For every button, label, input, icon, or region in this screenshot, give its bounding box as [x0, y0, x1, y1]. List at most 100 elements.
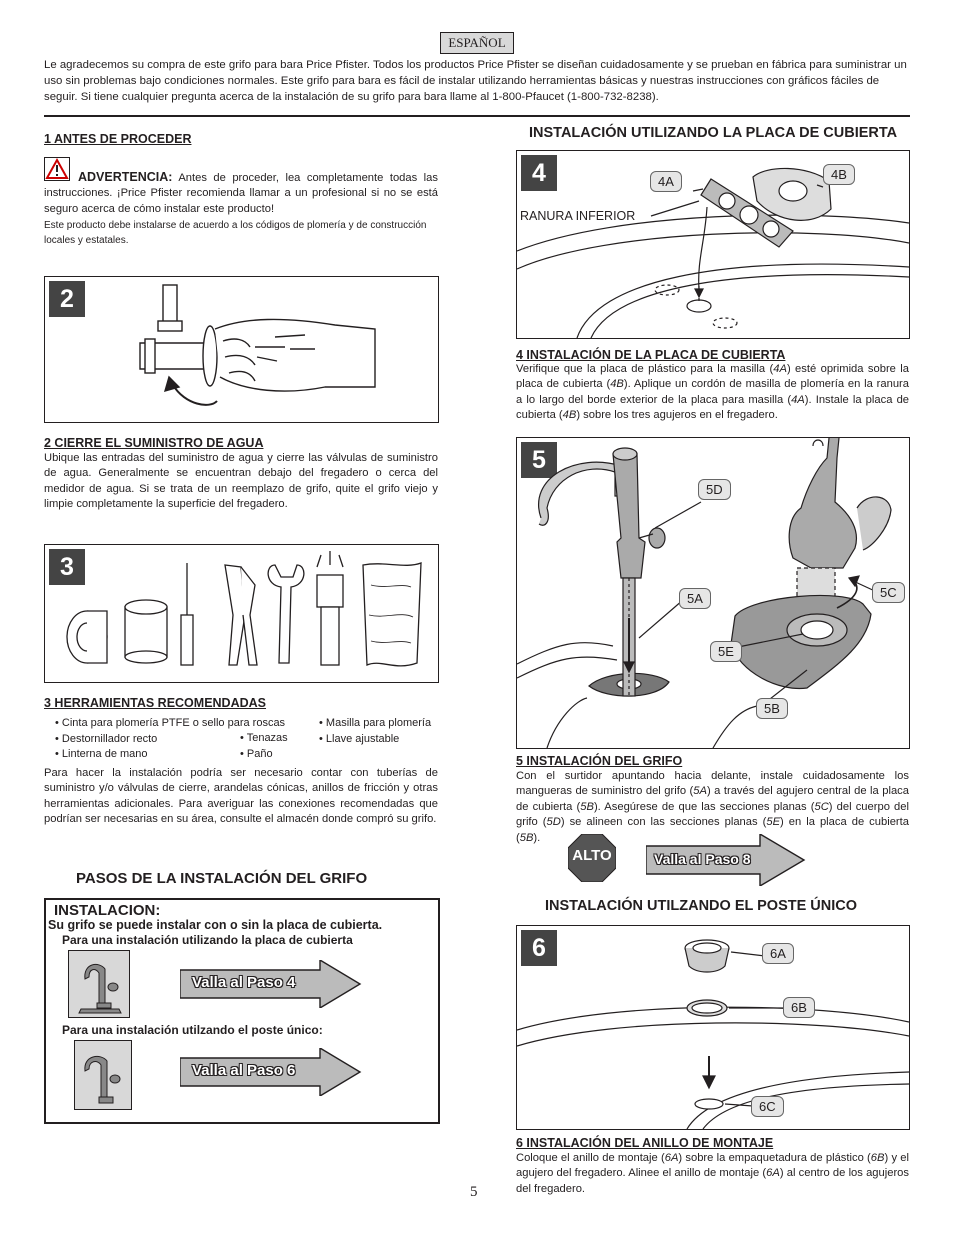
installation-options-box: INSTALACION: Su grifo se puede instalar …: [44, 898, 440, 1124]
tool-item: • Cinta para plomería PTFE o sello para …: [55, 717, 286, 729]
text-run: ) en la placa de cubierta (: [516, 816, 909, 844]
shutoff-valve-illustration: [139, 284, 376, 406]
part-label-5c: 5C: [872, 582, 905, 603]
part-label-4a: 4A: [650, 171, 682, 192]
text-run: ) del cuerpo del grifo (: [516, 800, 909, 829]
codes-note: Este producto debe instalarse de acuerdo…: [44, 220, 427, 246]
warning-icon: [44, 157, 70, 181]
part-label-4b: 4B: [823, 164, 855, 185]
go-to-step6-label: Valla al Paso 6: [192, 1062, 296, 1079]
tools-list-2: • Tenazas • Paño: [240, 731, 320, 762]
ref-4b: 4B: [610, 378, 624, 391]
step4-figure: 4 4A 4B RANURA INFERIOR: [516, 150, 910, 339]
step3-text: Para hacer la instalación podría ser nec…: [44, 767, 438, 826]
tool-item: • Llave ajustable: [319, 732, 400, 745]
part-label-5e: 5E: [710, 641, 742, 662]
faucet-single-post-thumbnail: [74, 1040, 132, 1110]
ref-5d: 5D: [546, 816, 561, 829]
ref-6a: 6A: [664, 1152, 679, 1164]
step5-text: Con el surtidor apuntando hacia delante,…: [516, 769, 909, 846]
text-run: Verifique que la placa de plástico para …: [516, 363, 774, 375]
step4-heading: 4 INSTALACIÓN DE LA PLACA DE CUBIERTA: [516, 348, 786, 362]
intro-text: Le agradecemos su compra de este grifo p…: [44, 59, 907, 103]
part-label-6b: 6B: [783, 997, 815, 1018]
go-to-step8-label: Valla al Paso 8: [654, 851, 751, 867]
text-run: ). Asegúrese de que las secciones planas…: [593, 800, 815, 813]
step5-figure: 5: [516, 437, 910, 749]
text-run: ) a través del agujero central de la pla…: [516, 785, 909, 813]
ref-5e: 5E: [766, 816, 781, 829]
tool-item: • Masilla para plomería: [319, 717, 432, 729]
deck-plate-illustration: [517, 167, 909, 338]
page-number: 5: [470, 1184, 478, 1200]
step5-number: 5: [521, 442, 557, 478]
tool-item: • Destornillador recto: [55, 732, 158, 745]
header-divider: [44, 115, 910, 117]
step6-heading: 6 INSTALACIÓN DEL ANILLO DE MONTAJE: [516, 1136, 774, 1150]
text-run: ).: [533, 831, 541, 844]
steps-title: PASOS DE LA INSTALACIÓN DEL GRIFO: [76, 870, 368, 887]
ref-4b: 4B: [562, 409, 577, 422]
step4-text: Verifique que la placa de plástico para …: [516, 362, 909, 424]
text-run: ) se alineen con las secciones planas (: [560, 816, 767, 829]
ref-6a: 6A: [766, 1167, 780, 1180]
stop-sign-text: ALTO: [572, 847, 612, 864]
stop-sign-icon: ALTO: [568, 834, 616, 882]
step4-number: 4: [521, 155, 557, 191]
tools-list-1: • Cinta para plomería PTFE o sello para …: [55, 716, 305, 763]
faucet-install-illustration: [517, 438, 892, 748]
part-label-5a: 5A: [679, 588, 711, 609]
text-run: Coloque el anillo de montaje (: [516, 1152, 665, 1164]
step2-figure: 2: [44, 276, 439, 423]
faucet-with-plate-thumbnail: [68, 950, 130, 1018]
step6-figure: 6 6A 6B 6C: [516, 925, 910, 1130]
ref-6b: 6B: [870, 1152, 885, 1164]
step6-number: 6: [521, 930, 557, 966]
groove-label: RANURA INFERIOR: [520, 209, 636, 223]
go-to-step8-arrow[interactable]: Valla al Paso 8: [646, 834, 806, 886]
tool-item: • Paño: [240, 747, 273, 760]
step3-heading: 3 HERRAMIENTAS RECOMENDADAS: [44, 696, 267, 710]
warning-label: ADVERTENCIA:: [78, 170, 173, 184]
go-to-step6-arrow[interactable]: Valla al Paso 6: [180, 1048, 362, 1096]
part-label-6c: 6C: [751, 1096, 784, 1117]
installation-subtitle: Su grifo se puede instalar con o sin la …: [48, 918, 383, 932]
text-run: ) esté oprimida sobre la placa de cubier…: [516, 363, 909, 391]
go-to-step4-arrow[interactable]: Valla al Paso 4: [180, 960, 362, 1008]
go-to-step4-label: Valla al Paso 4: [192, 974, 296, 991]
tools-list-3: • Masilla para plomería • Llave ajustabl…: [319, 716, 444, 747]
single-post-section-title: INSTALACIÓN UTILZANDO EL POSTE ÚNICO: [545, 898, 858, 914]
ref-5b: 5B: [580, 800, 594, 813]
ref-5a: 5A: [693, 785, 707, 798]
text-run: ) al centro de los agujeros del fregader…: [516, 1167, 909, 1195]
ref-5c: 5C: [814, 800, 829, 813]
part-label-6a: 6A: [762, 943, 794, 964]
step6-text: Coloque el anillo de montaje (6A) sobre …: [516, 1151, 909, 1197]
step2-number: 2: [49, 281, 85, 317]
ref-5b: 5B: [519, 831, 534, 844]
step3-figure: 3: [44, 544, 439, 683]
part-label-5d: 5D: [698, 479, 731, 500]
text-run: ). Aplique un cordón de masilla de plome…: [516, 378, 909, 406]
step2-heading: 2 CIERRE EL SUMINISTRO DE AGUA: [44, 436, 264, 450]
ref-4a: 4A: [791, 393, 805, 406]
option2-text: Para una instalación utilzando el poste …: [62, 1023, 323, 1037]
text-run: ) y el agujero del fregadero. Alinee el …: [516, 1152, 909, 1180]
mounting-ring-illustration: [517, 939, 909, 1129]
step3-number: 3: [49, 549, 85, 585]
step2-text: Ubique las entradas del suministro de ag…: [44, 452, 438, 511]
deck-plate-section-title: INSTALACIÓN UTILIZANDO LA PLACA DE CUBIE…: [529, 125, 898, 141]
tool-item: • Linterna de mano: [55, 748, 148, 760]
text-run: Con el surtidor apuntando hacia delante,…: [516, 770, 909, 798]
ref-4a: 4A: [773, 363, 787, 375]
text-run: ). Instale la placa de cubierta (: [516, 393, 910, 422]
text-run: ) sobre los tres agujeros en el fregader…: [576, 409, 778, 422]
warning-paragraph: ADVERTENCIA: Antes de proceder, lea comp…: [44, 170, 438, 217]
option1-text: Para una instalación utilizando la placa…: [62, 933, 353, 947]
text-run: ) sobre la empaquetadura de plástico (: [678, 1152, 871, 1164]
tool-item: • Tenazas: [240, 732, 288, 744]
installation-label: INSTALACION:: [54, 902, 161, 919]
tools-illustration: [66, 551, 422, 667]
part-label-5b: 5B: [756, 698, 788, 719]
step1-heading: 1 ANTES DE PROCEDER: [44, 132, 192, 146]
